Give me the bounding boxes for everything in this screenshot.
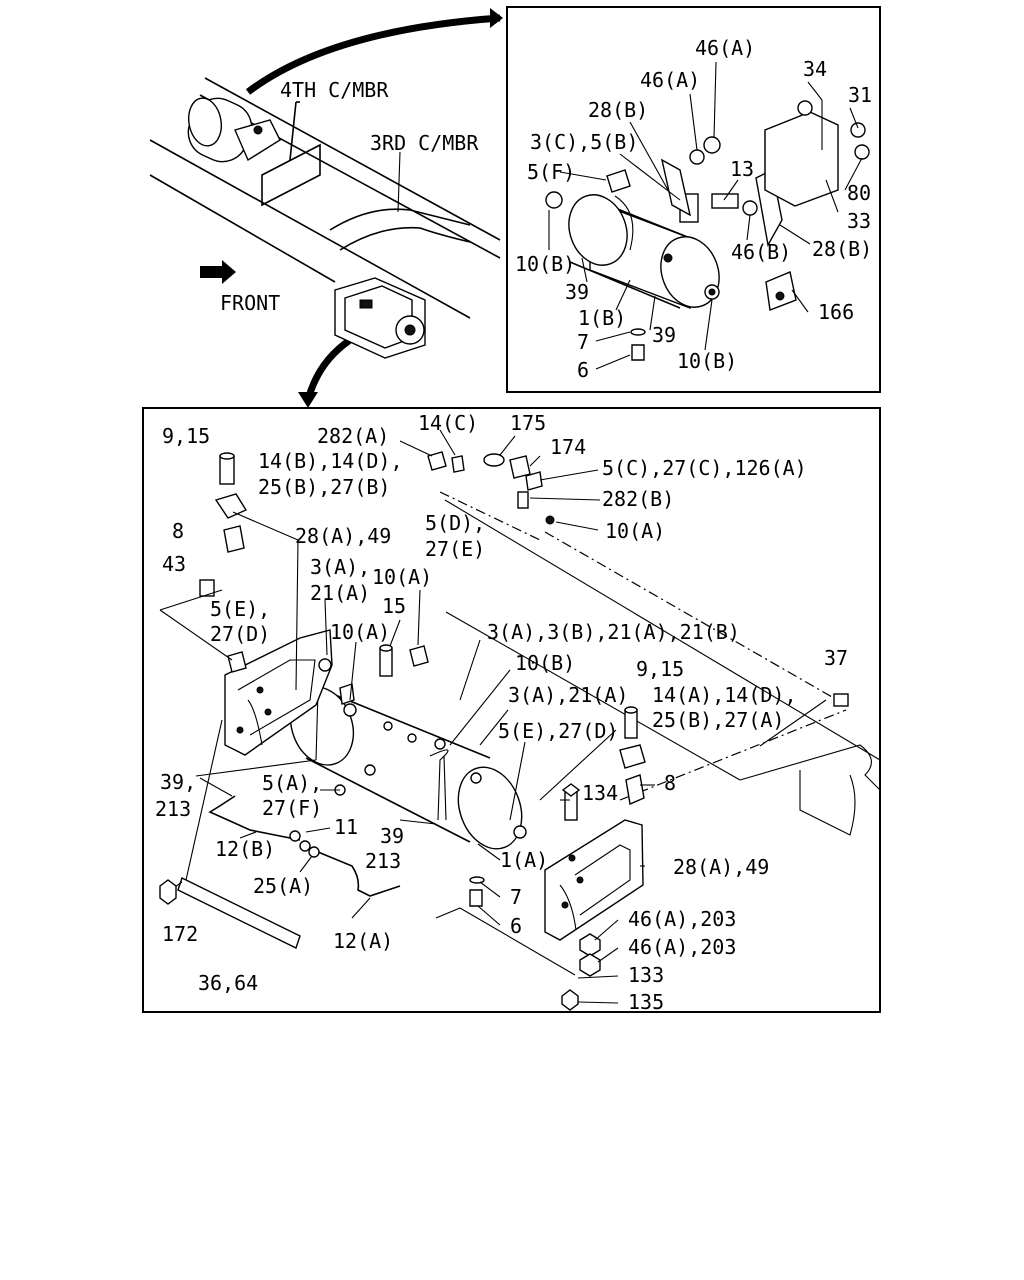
bracket-left [224, 629, 333, 756]
label-10b-right: 10(B) [677, 349, 737, 373]
label-27d-left: 27(D) [210, 622, 270, 646]
label-3a: 3(A), [310, 555, 370, 579]
label-34: 34 [803, 57, 827, 81]
label-166: 166 [818, 300, 854, 324]
label-25a: 25(A) [253, 874, 313, 898]
label-37: 37 [824, 646, 848, 670]
main-tank [289, 685, 527, 850]
label-213-left: 213 [155, 797, 191, 821]
label-5d: 5(D), [425, 511, 485, 535]
label-46a-second: 46(A) [640, 68, 700, 92]
overview-bracket [334, 277, 426, 359]
label-36-64: 36,64 [198, 971, 258, 995]
label-14c: 14(C) [418, 411, 478, 435]
label-21a: 21(A) [310, 581, 370, 605]
label-80: 80 [847, 181, 871, 205]
label-3a-3b-21a-21b: 3(A),3(B),21(A),21(B) [487, 620, 740, 644]
label-27e: 27(E) [425, 537, 485, 561]
bracket-right [544, 819, 644, 941]
label-31: 31 [848, 83, 872, 107]
label-282b: 282(B) [602, 487, 674, 511]
label-3rd-crossmember: 3RD C/MBR [370, 131, 479, 155]
detail-box-main: 9,15 282(A) 14(C) 175 174 14(B),14(D), 2… [142, 407, 881, 1014]
label-175: 175 [510, 411, 546, 435]
label-6-main: 6 [510, 914, 522, 938]
label-28a-49-right: 28(A),49 [673, 855, 769, 879]
label-39-right: 39 [652, 323, 676, 347]
label-12a: 12(A) [333, 929, 393, 953]
label-4th-crossmember: 4TH C/MBR [280, 78, 389, 102]
label-front: FRONT [220, 291, 280, 315]
label-5e-left: 5(E), [210, 597, 270, 621]
label-133: 133 [628, 963, 664, 987]
label-9-15-upper: 9,15 [162, 424, 210, 448]
label-9-15-lower: 9,15 [636, 657, 684, 681]
label-10a-left: 10(A) [330, 620, 390, 644]
label-28b-upper: 28(B) [588, 98, 648, 122]
label-3c-5b: 3(C),5(B) [530, 130, 638, 154]
label-213-mid: 213 [365, 849, 401, 873]
label-27f: 27(F) [262, 796, 322, 820]
label-15: 15 [382, 594, 406, 618]
label-172: 172 [162, 922, 198, 946]
label-25b-27a: 25(B),27(A) [652, 708, 784, 732]
label-10b-main: 10(B) [515, 651, 575, 675]
label-5e-27d-right: 5(E),27(D) [498, 719, 618, 743]
label-7-top: 7 [577, 330, 589, 354]
detail-box-top: 46(A) 46(A) 34 31 28(B) 3(C),5(B) 5(F) 1… [506, 6, 881, 393]
label-1b: 1(B) [578, 306, 626, 330]
label-8-lower: 8 [664, 771, 676, 795]
label-43: 43 [162, 552, 186, 576]
label-28b-lower: 28(B) [812, 237, 872, 261]
label-33: 33 [847, 209, 871, 233]
label-134: 134 [582, 781, 618, 805]
label-5f: 5(F) [527, 160, 575, 184]
label-174: 174 [550, 435, 586, 459]
label-46a-top: 46(A) [695, 36, 755, 60]
label-39-mid: 39 [380, 824, 404, 848]
front-arrow-icon [200, 260, 236, 284]
label-1a: 1(A) [500, 848, 548, 872]
label-14b-14d: 14(B),14(D), [258, 449, 403, 473]
label-12b: 12(B) [215, 837, 275, 861]
label-28a-49-left: 28(A),49 [295, 524, 391, 548]
label-46b: 46(B) [731, 240, 791, 264]
label-25b-27b: 25(B),27(B) [258, 475, 390, 499]
label-3a-21a: 3(A),21(A) [508, 683, 628, 707]
chassis-overview: 4TH C/MBR 3RD C/MBR FRONT [149, 8, 503, 408]
label-10b-left: 10(B) [515, 252, 575, 276]
label-39-left: 39 [565, 280, 589, 304]
label-46a-203-upper: 46(A),203 [628, 907, 736, 931]
label-5a: 5(A), [262, 771, 322, 795]
label-8-upper: 8 [172, 519, 184, 543]
label-10a-mid: 10(A) [372, 565, 432, 589]
callout-arc-bottom [304, 337, 353, 401]
label-5c-27c-126a: 5(C),27(C),126(A) [602, 456, 807, 480]
label-7-main: 7 [510, 885, 522, 909]
label-14a-14d: 14(A),14(D), [652, 683, 797, 707]
label-13: 13 [730, 157, 754, 181]
label-39-left-main: 39, [160, 770, 196, 794]
label-10a-right: 10(A) [605, 519, 665, 543]
label-11: 11 [334, 815, 358, 839]
strap [177, 877, 301, 949]
label-46a-203-lower: 46(A),203 [628, 935, 736, 959]
label-282a: 282(A) [317, 424, 389, 448]
callout-arc-top [245, 14, 501, 95]
label-135: 135 [628, 990, 664, 1014]
label-6-top: 6 [577, 358, 589, 382]
small-tank [568, 194, 720, 310]
